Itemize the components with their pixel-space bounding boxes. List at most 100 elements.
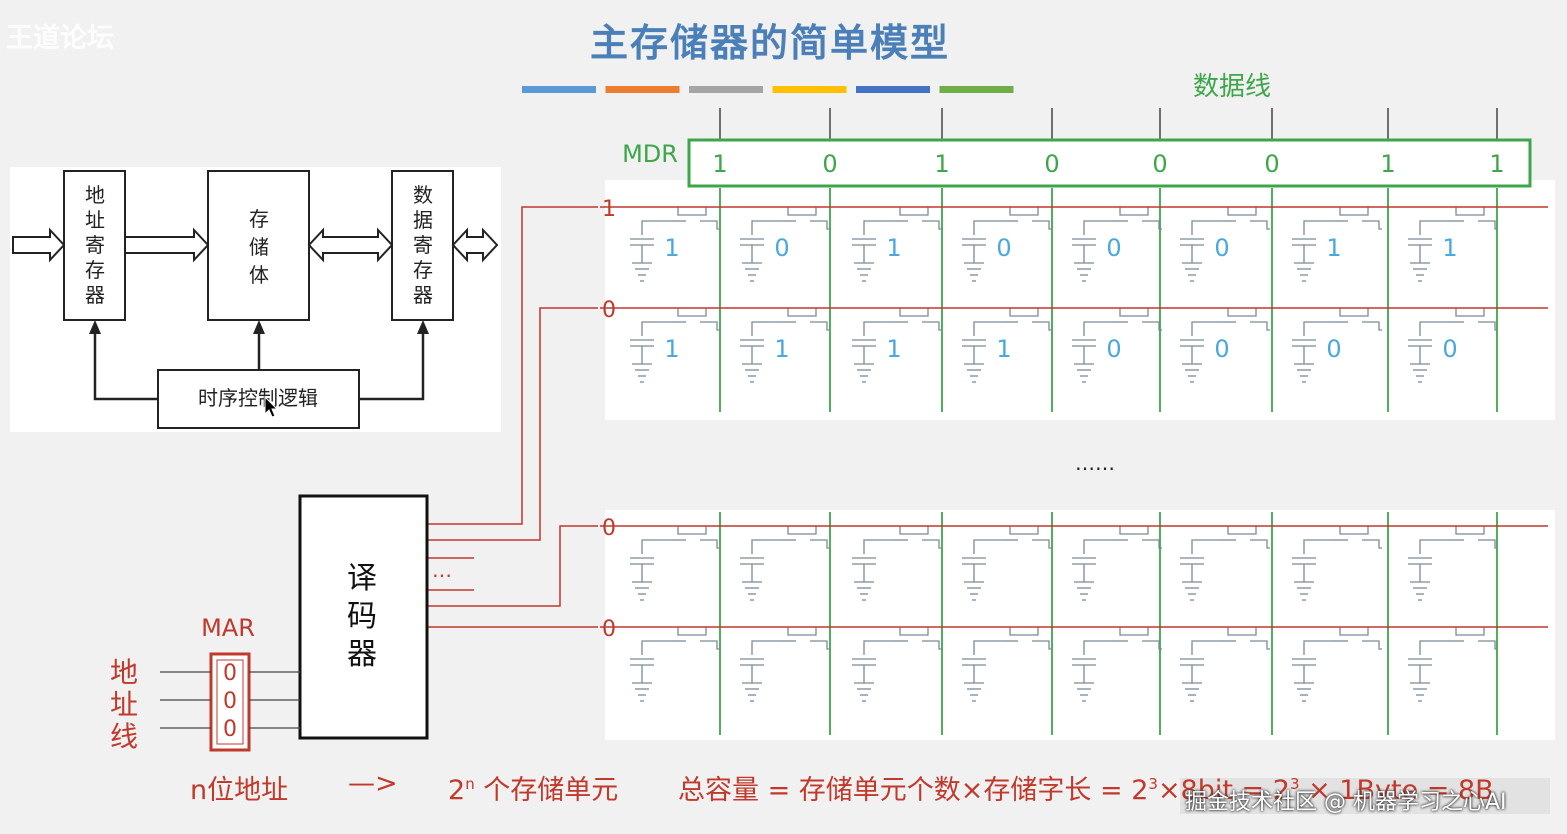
cell-drain xyxy=(1250,539,1270,549)
cell-gate xyxy=(1119,526,1149,535)
mdr-bit: 1 xyxy=(712,150,727,178)
cell-bit: 0 xyxy=(1442,335,1457,363)
watermark-top-left: 王道论坛 xyxy=(6,23,114,54)
cell-wire xyxy=(1191,321,1222,336)
footer-units-exp: n xyxy=(465,775,475,793)
cell-gate xyxy=(1339,308,1369,317)
cell-gate xyxy=(899,207,929,216)
cell-drain xyxy=(1362,321,1382,331)
mdr-box xyxy=(687,138,1532,188)
control-arrowhead-data xyxy=(417,320,429,334)
cell-bit: 1 xyxy=(1442,234,1457,262)
word-select-value: 0 xyxy=(602,298,616,323)
cell-wire xyxy=(863,539,894,554)
cell-drain xyxy=(1478,539,1498,549)
footer-suffix: × 1Byte = 8B xyxy=(1299,775,1494,806)
memory-cell xyxy=(1408,526,1498,601)
cell-gate xyxy=(677,207,707,216)
cell-wire xyxy=(973,220,1004,235)
cell-drain xyxy=(1032,321,1052,331)
memory-cell xyxy=(1408,627,1498,702)
memory-cell: 1 xyxy=(740,308,830,383)
timing-control-label: 时序控制逻辑 xyxy=(198,386,318,410)
control-line-data xyxy=(359,332,425,401)
control-arrowhead-address xyxy=(89,320,101,334)
cell-gate xyxy=(1227,526,1257,535)
footer-exp2: 3 xyxy=(1289,775,1300,793)
address-register-label-char: 器 xyxy=(85,283,105,307)
address-to-storage-arrow xyxy=(124,227,210,263)
footer-units-base: 2 xyxy=(448,775,466,806)
memory-cell xyxy=(962,627,1052,702)
cell-wire xyxy=(1083,220,1114,235)
decoder-output-line xyxy=(427,525,598,607)
rows-ellipsis: …… xyxy=(1075,451,1115,475)
mouse-cursor xyxy=(264,395,279,418)
cell-drain xyxy=(700,640,720,650)
cell-gate xyxy=(787,207,817,216)
block-diagram-bg xyxy=(10,167,501,432)
cell-drain xyxy=(1478,321,1498,331)
cell-gate xyxy=(787,627,817,636)
memory-cell: 0 xyxy=(1292,308,1382,383)
cell-wire xyxy=(973,539,1004,554)
watermark-bg xyxy=(1180,778,1550,814)
cell-wire xyxy=(1419,640,1450,655)
cell-drain xyxy=(810,539,830,549)
storage-body-label-char: 储 xyxy=(249,235,269,259)
memory-cell: 0 xyxy=(740,207,830,282)
memory-cell: 0 xyxy=(1180,207,1270,282)
memory-cell xyxy=(630,526,720,601)
cell-drain xyxy=(1032,539,1052,549)
memory-cell xyxy=(1180,627,1270,702)
memory-array-bottom-bg xyxy=(605,510,1555,740)
cell-gate xyxy=(1009,627,1039,636)
cell-drain xyxy=(1250,640,1270,650)
memory-cell xyxy=(852,627,942,702)
storage-body-label: 存储体 xyxy=(249,207,269,287)
data-register-label-char: 存 xyxy=(413,258,433,282)
mar-bit: 0 xyxy=(223,661,237,686)
mar-bit: 0 xyxy=(223,717,237,742)
word-select-value: 0 xyxy=(602,516,616,541)
memory-cell: 1 xyxy=(630,207,720,282)
mdr-bit: 0 xyxy=(1264,150,1279,178)
cell-gate xyxy=(677,526,707,535)
cell-drain xyxy=(810,321,830,331)
cell-gate xyxy=(1009,207,1039,216)
footer-capacity: 总容量 = 存储单元个数×存储字长 = 23×8bit = 23 × 1Byte… xyxy=(678,768,1494,807)
footer-exp1: 3 xyxy=(1148,775,1158,793)
cell-wire xyxy=(863,220,894,235)
memory-cell xyxy=(1292,627,1382,702)
memory-cell: 0 xyxy=(1408,308,1498,383)
mdr-bit: 0 xyxy=(1044,150,1059,178)
cell-wire xyxy=(1419,321,1450,336)
decoder-ellipsis: … xyxy=(432,558,452,582)
memory-cell xyxy=(740,627,830,702)
cell-wire xyxy=(1083,640,1114,655)
cell-bit: 0 xyxy=(1106,234,1121,262)
cell-gate xyxy=(1339,627,1369,636)
cell-wire xyxy=(1419,220,1450,235)
cell-bit: 0 xyxy=(774,234,789,262)
mdr-bit: 0 xyxy=(822,150,837,178)
address-register-label-char: 地 xyxy=(85,183,105,207)
address-register-label-char: 址 xyxy=(85,208,105,232)
cell-drain xyxy=(700,220,720,230)
cell-wire xyxy=(1303,321,1334,336)
cell-drain xyxy=(922,539,942,549)
memory-cell: 0 xyxy=(1180,308,1270,383)
cell-bit: 1 xyxy=(664,234,679,262)
cell-bit: 1 xyxy=(886,335,901,363)
memory-cell: 0 xyxy=(1072,308,1162,383)
cell-drain xyxy=(1142,640,1162,650)
data-register-label-char: 据 xyxy=(413,208,433,232)
memory-cell xyxy=(852,526,942,601)
cell-gate xyxy=(1009,308,1039,317)
address-register-label-char: 寄 xyxy=(85,233,105,257)
memory-cell: 1 xyxy=(852,207,942,282)
memory-cell xyxy=(1292,526,1382,601)
cell-drain xyxy=(1362,220,1382,230)
slide-title: 主存储器的简单模型 xyxy=(589,21,950,65)
address-lines-label-char: 地 xyxy=(110,656,138,689)
